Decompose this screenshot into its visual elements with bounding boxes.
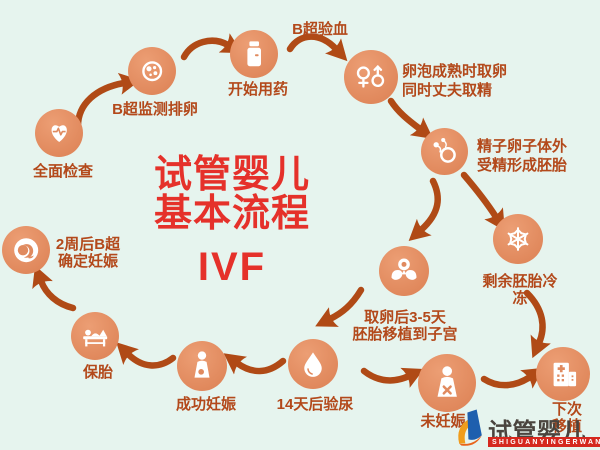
arrow-transfer-to-urine bbox=[315, 286, 365, 327]
arrow-egg-to-fert bbox=[387, 97, 434, 139]
arrow-urine-to-pregnant bbox=[223, 353, 287, 375]
heart-pulse-icon bbox=[51, 125, 67, 142]
step-monitor-circle bbox=[128, 47, 176, 95]
step-checkup-circle bbox=[35, 109, 83, 157]
title-ivf: IVF bbox=[197, 245, 267, 289]
petri-dish-icon bbox=[141, 60, 162, 81]
not-pregnant-icon bbox=[437, 366, 457, 397]
arrow-urine-to-notpregnant bbox=[360, 367, 425, 388]
watermark-site-url: SHIGUANYINGERWANG bbox=[488, 437, 600, 447]
step-pregnant-circle bbox=[177, 341, 227, 391]
arrow-bedrest-to-confirm bbox=[32, 265, 77, 312]
step-not-pregnant-circle bbox=[418, 354, 476, 412]
step-medication-label: 开始用药 bbox=[227, 81, 289, 98]
arrow-notpregnant-to-hospital bbox=[480, 367, 544, 389]
arrow-fert-to-freeze bbox=[460, 171, 505, 231]
arrow-medication-to-egg bbox=[286, 33, 348, 62]
snowflake-icon bbox=[507, 227, 529, 251]
arrow-fert-to-transfer bbox=[408, 177, 441, 242]
arrow-pregnant-to-bedrest bbox=[116, 342, 177, 369]
step-bed-rest-circle bbox=[71, 312, 119, 360]
step-freeze-label: 剩余胚胎冷冻 bbox=[482, 273, 558, 307]
step-freeze-circle bbox=[493, 214, 543, 264]
hands-holding-icon bbox=[391, 258, 417, 280]
step-monitor-label: B超监测排卵 bbox=[112, 101, 198, 118]
step-next-transfer-label: 下次移植 bbox=[551, 401, 582, 435]
step-medication-circle bbox=[230, 30, 278, 78]
arrow-freeze-to-hospital bbox=[523, 289, 551, 359]
step-fertilization-label: 精子卵子体外 受精形成胚胎 bbox=[477, 138, 568, 174]
sperm-egg-icon bbox=[433, 137, 456, 163]
step-urine-test-circle bbox=[288, 339, 338, 389]
watermark-logo-icon bbox=[458, 409, 482, 446]
step-bed-rest-label: 保胎 bbox=[82, 364, 114, 381]
gender-symbols-icon bbox=[357, 65, 385, 89]
pregnant-woman-icon bbox=[194, 351, 210, 378]
step-egg-retrieval-label: 卵泡成熟时取卵 同时丈夫取精 bbox=[402, 63, 508, 99]
step-confirm-label: 2周后B超 确定妊娠 bbox=[55, 236, 121, 270]
bed-rest-icon bbox=[82, 329, 107, 347]
step-next-transfer-circle bbox=[536, 347, 590, 401]
fetus-icon bbox=[13, 237, 38, 262]
step-checkup-label: 全面检查 bbox=[32, 163, 94, 180]
step-not-pregnant-label: 未妊娠 bbox=[420, 413, 466, 430]
step-confirm-circle bbox=[2, 226, 50, 274]
step-transfer-circle bbox=[379, 246, 429, 296]
hospital-icon bbox=[554, 363, 577, 387]
medicine-bottle-icon bbox=[247, 41, 261, 66]
water-drop-icon bbox=[304, 352, 322, 377]
step-blood-test-label: B超验血 bbox=[292, 21, 348, 38]
diagram-title: 试管婴儿 基本流程 IVF bbox=[152, 154, 312, 289]
arrow-monitor-to-medication bbox=[180, 33, 243, 61]
title-line-1: 试管婴儿 bbox=[153, 154, 310, 196]
title-line-2: 基本流程 bbox=[153, 193, 310, 235]
step-pregnant-label: 成功妊娠 bbox=[175, 396, 237, 413]
step-fertilization-circle bbox=[421, 128, 468, 175]
step-transfer-label: 取卵后3-5天 胚胎移植到子宫 bbox=[352, 309, 458, 343]
step-egg-retrieval-circle bbox=[344, 50, 398, 104]
step-urine-test-label: 14天后验尿 bbox=[276, 396, 354, 413]
